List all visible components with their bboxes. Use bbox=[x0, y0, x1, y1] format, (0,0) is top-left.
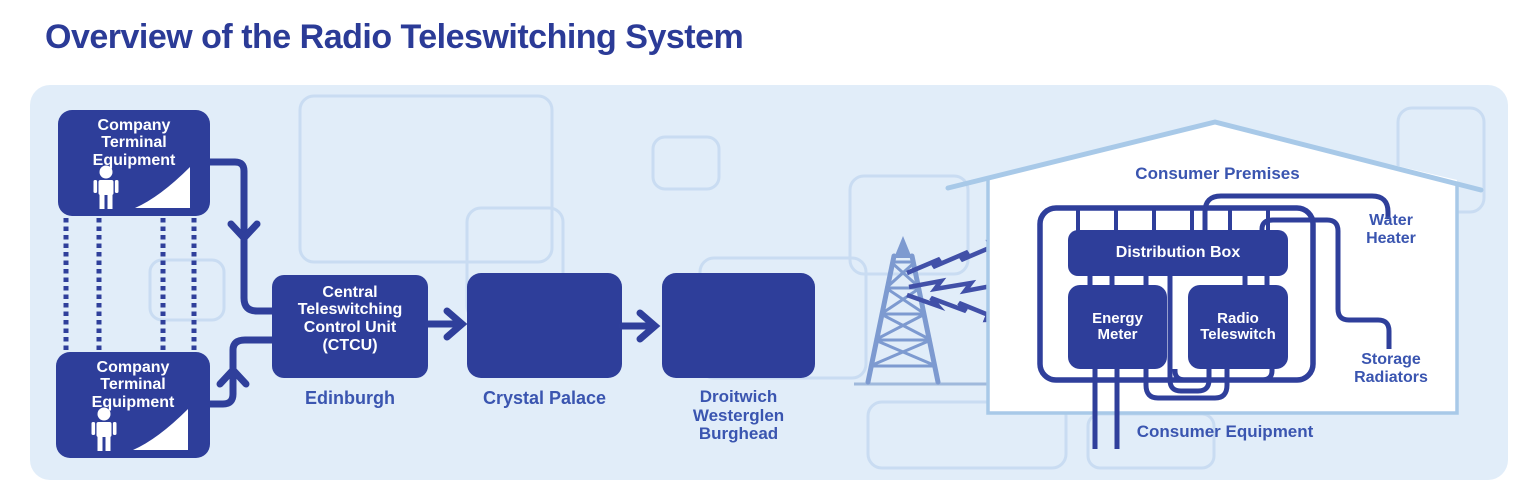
terminal-to-ctcu-wires bbox=[206, 158, 278, 408]
signal-bolts bbox=[906, 239, 1013, 323]
person-icon bbox=[93, 165, 119, 209]
water-heater-wire bbox=[1202, 193, 1391, 230]
ctcu-box bbox=[272, 275, 428, 378]
radio-tower-icon bbox=[854, 236, 990, 386]
right-arrow-icon bbox=[618, 309, 661, 343]
signal-bolt-icon bbox=[906, 239, 1009, 276]
right-arrow-icon bbox=[424, 307, 468, 341]
page-title: Overview of the Radio Teleswitching Syst… bbox=[45, 18, 744, 56]
consumer-wiring bbox=[1037, 193, 1392, 449]
down-arrow-icon bbox=[227, 220, 261, 244]
distribution-box bbox=[1068, 230, 1288, 276]
signal-bolt-icon bbox=[906, 292, 1006, 323]
energy-meter-box bbox=[1068, 285, 1167, 369]
signal-bolt-icon bbox=[908, 277, 1013, 295]
company-terminal-bottom-box bbox=[56, 352, 210, 458]
company-terminal-top-box bbox=[58, 110, 210, 216]
storage-radiators-wire bbox=[1259, 217, 1392, 349]
droitwich-box bbox=[662, 273, 815, 378]
terminal-wedge-icon bbox=[135, 167, 190, 208]
terminal-link-dashed-lines bbox=[63, 218, 197, 350]
radio-teleswitch-box bbox=[1188, 285, 1288, 369]
terminal-wedge-icon bbox=[133, 409, 188, 450]
up-arrow-icon bbox=[216, 364, 250, 388]
person-icon bbox=[91, 407, 117, 451]
crystal-palace-box bbox=[467, 273, 622, 378]
